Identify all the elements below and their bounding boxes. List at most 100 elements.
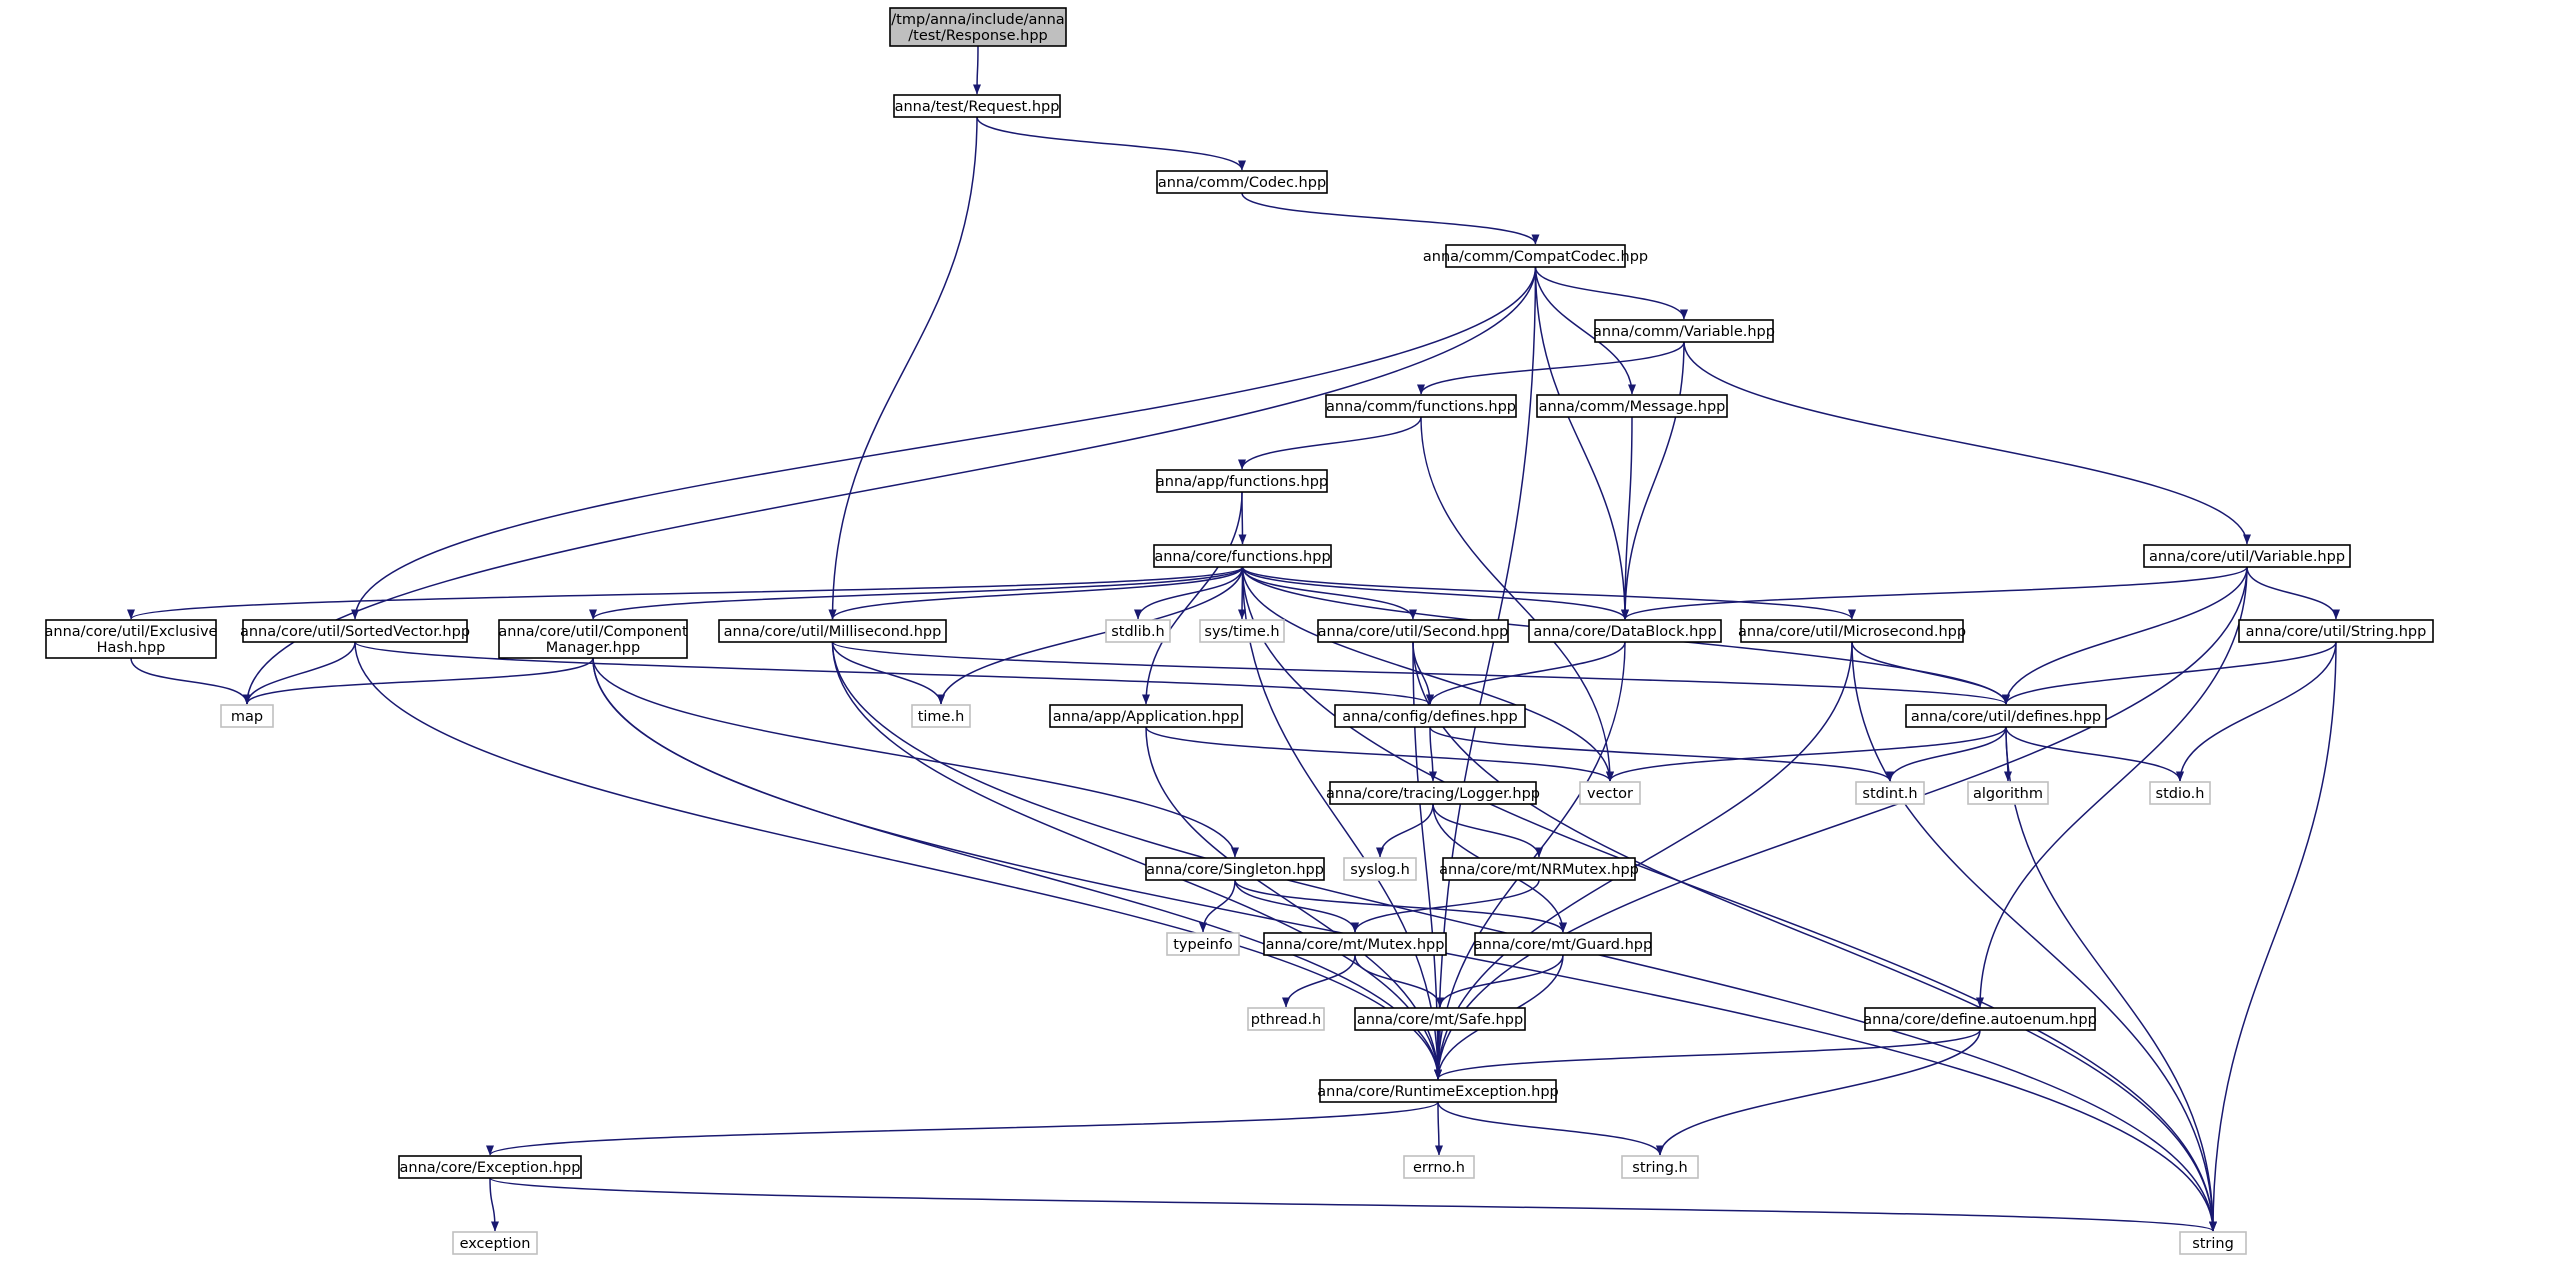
edge-runtimeexception-to-stringh: [1437, 1101, 1664, 1156]
header-nodes: /tmp/anna/include/anna/test/Response.hpp…: [45, 7, 2434, 1255]
node-utilvariable[interactable]: anna/core/util/Variable.hpp: [2143, 544, 2351, 568]
node-corefunctions[interactable]: anna/core/functions.hpp: [1153, 544, 1332, 568]
node-mutex[interactable]: anna/core/mt/Mutex.hpp: [1263, 932, 1447, 956]
edge-configdefines-to-stdint: [1429, 726, 1894, 782]
edge-group-commvariable-commfunctions: [1417, 341, 1685, 395]
node-pthread: pthread.h: [1247, 1007, 1325, 1031]
node-singleton[interactable]: anna/core/Singleton.hpp: [1145, 857, 1325, 881]
node-utildefines[interactable]: anna/core/util/defines.hpp: [1905, 704, 2107, 728]
node-exception[interactable]: anna/core/Exception.hpp: [398, 1155, 582, 1179]
node-second-label: anna/core/util/Second.hpp: [1318, 624, 1509, 640]
node-codec-box: [1156, 170, 1328, 194]
node-utilstring[interactable]: anna/core/util/String.hpp: [2238, 619, 2434, 643]
node-logger[interactable]: anna/core/tracing/Logger.hpp: [1326, 781, 1540, 805]
node-safe[interactable]: anna/core/mt/Safe.hpp: [1354, 1007, 1526, 1031]
edge-group-compatcodec-sortedvector: [351, 266, 1537, 620]
edge-singleton-to-typeinfo: [1199, 879, 1236, 933]
edge-utilvariable-to-autoenum: [1976, 566, 2248, 1008]
node-stdio: stdio.h: [2149, 781, 2211, 805]
edge-group-corefunctions-timeh: [937, 566, 1244, 705]
node-corefunctions-box: [1153, 544, 1332, 568]
edge-group-corefunctions-runtimeexception: [1241, 566, 1442, 1080]
node-millisecond-box: [718, 619, 947, 643]
node-componentmanager-label: anna/core/util/Component: [498, 624, 688, 640]
node-message[interactable]: anna/comm/Message.hpp: [1536, 394, 1728, 418]
edge-group-corefunctions-second: [1241, 566, 1417, 620]
node-application[interactable]: anna/app/Application.hpp: [1049, 704, 1243, 728]
node-typeinfo: typeinfo: [1166, 932, 1240, 956]
node-componentmanager-box: [498, 619, 688, 659]
node-exception-label: anna/core/Exception.hpp: [400, 1160, 581, 1176]
edge-compatcodec-to-sortedvector: [351, 266, 1537, 620]
edge-group-utilstring-stdio: [2176, 641, 2337, 782]
node-second[interactable]: anna/core/util/Second.hpp: [1317, 619, 1509, 643]
edge-group-utilstring-utildefines: [2002, 641, 2337, 705]
edge-utilvariable-to-runtimeexception: [1434, 566, 2248, 1080]
node-timeh-label: time.h: [918, 709, 965, 725]
node-errno-box: [1403, 1155, 1475, 1179]
edge-corefunctions-to-string: [1241, 566, 2217, 1232]
node-millisecond-label: anna/core/util/Millisecond.hpp: [724, 624, 942, 640]
edge-group-runtimeexception-errno: [1434, 1101, 1443, 1156]
node-commfunctions[interactable]: anna/comm/functions.hpp: [1325, 394, 1517, 418]
edge-compatcodec-to-commvariable: [1534, 266, 1688, 320]
node-codec[interactable]: anna/comm/Codec.hpp: [1156, 170, 1328, 194]
edge-group-autoenum-runtimeexception: [1434, 1029, 1981, 1080]
node-millisecond[interactable]: anna/core/util/Millisecond.hpp: [718, 619, 947, 643]
node-autoenum-label: anna/core/define.autoenum.hpp: [1863, 1012, 2097, 1028]
node-guard[interactable]: anna/core/mt/Guard.hpp: [1474, 932, 1652, 956]
edge-group-utilstring-string: [2209, 641, 2337, 1232]
node-nrmutex-label: anna/core/mt/NRMutex.hpp: [1439, 862, 1639, 878]
node-microsecond[interactable]: anna/core/util/Microsecond.hpp: [1738, 619, 1966, 643]
node-exclusivehash-label: anna/core/util/Exclusive: [45, 624, 218, 640]
node-microsecond-label: anna/core/util/Microsecond.hpp: [1738, 624, 1966, 640]
edge-group-componentmanager-map: [243, 657, 594, 705]
node-sortedvector[interactable]: anna/core/util/SortedVector.hpp: [240, 619, 470, 643]
node-syslog-label: syslog.h: [1350, 862, 1410, 878]
node-autoenum-box: [1864, 1007, 2096, 1031]
edge-utildefines-to-vector: [1606, 726, 2007, 782]
node-configdefines[interactable]: anna/config/defines.hpp: [1334, 704, 1526, 728]
node-mutex-box: [1263, 932, 1447, 956]
node-errno-label: errno.h: [1413, 1160, 1465, 1176]
node-appfunctions[interactable]: anna/app/functions.hpp: [1156, 469, 1328, 493]
edge-group-utildefines-vector: [1606, 726, 2007, 782]
node-configdefines-label: anna/config/defines.hpp: [1342, 709, 1517, 725]
node-request[interactable]: anna/test/Request.hpp: [893, 94, 1061, 118]
edge-group-message-datablock: [1621, 416, 1633, 620]
edge-group-mutex-pthread: [1282, 954, 1356, 1008]
node-runtimeexception[interactable]: anna/core/RuntimeException.hpp: [1317, 1079, 1559, 1103]
node-response[interactable]: /tmp/anna/include/anna/test/Response.hpp: [889, 7, 1067, 47]
edge-mutex-to-safe: [1354, 954, 1444, 1008]
edge-group-millisecond-runtimeexception: [831, 641, 1442, 1080]
node-datablock[interactable]: anna/core/DataBlock.hpp: [1528, 619, 1722, 643]
edge-group-autoenum-stringh: [1656, 1029, 1981, 1156]
node-stdint-box: [1855, 781, 1925, 805]
edge-commvariable-to-utilvariable: [1683, 341, 2251, 545]
node-utildefines-label: anna/core/util/defines.hpp: [1911, 709, 2101, 725]
node-stdlib: stdlib.h: [1105, 619, 1171, 643]
node-mutex-label: anna/core/mt/Mutex.hpp: [1266, 937, 1445, 953]
edge-group-nrmutex-mutex: [1351, 879, 1540, 933]
node-systime-box: [1199, 619, 1285, 643]
edge-runtimeexception-to-exception: [486, 1101, 1439, 1156]
edge-group-utilvariable-datablock: [1621, 566, 2248, 620]
node-utildefines-box: [1905, 704, 2107, 728]
edge-group-corefunctions-stdlib: [1134, 566, 1244, 620]
edge-group-singleton-mutex: [1234, 879, 1359, 933]
node-response-label: /tmp/anna/include/anna: [891, 12, 1064, 28]
node-commfunctions-label: anna/comm/functions.hpp: [1326, 399, 1516, 415]
node-string-label: string: [2192, 1236, 2234, 1252]
edge-group-corefunctions-componentmanager: [589, 566, 1244, 620]
edge-millisecond-to-utildefines: [831, 641, 2010, 705]
edge-millisecond-to-runtimeexception: [831, 641, 1442, 1080]
node-nrmutex[interactable]: anna/core/mt/NRMutex.hpp: [1439, 857, 1639, 881]
edge-group-compatcodec-datablock: [1534, 266, 1629, 620]
edge-second-to-string: [1412, 641, 2217, 1232]
node-autoenum[interactable]: anna/core/define.autoenum.hpp: [1863, 1007, 2097, 1031]
node-compatcodec[interactable]: anna/comm/CompatCodec.hpp: [1423, 244, 1648, 268]
node-commvariable[interactable]: anna/comm/Variable.hpp: [1593, 319, 1775, 343]
